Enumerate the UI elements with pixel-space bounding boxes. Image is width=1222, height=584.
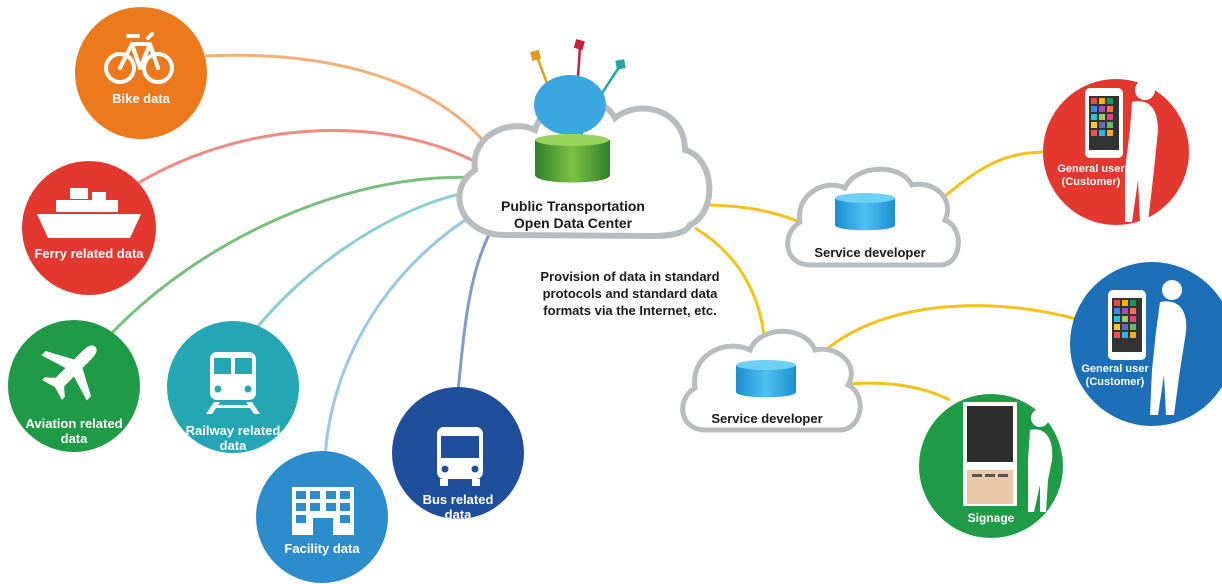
bus-label: Bus related data <box>408 492 508 522</box>
user-mid-label-line1: General user <box>1081 363 1149 375</box>
bus-label-line2: data <box>444 507 472 522</box>
feed-flag-red <box>573 39 585 51</box>
user-top-person-icon <box>1125 80 1158 222</box>
aviation-label-line2: data <box>60 431 88 446</box>
center-to-dev-top <box>699 203 801 224</box>
center-title-line1: Public Transportation <box>501 198 645 214</box>
feed-flag-teal <box>615 59 626 70</box>
bike-label: Bike data <box>112 91 170 106</box>
signage-label: Signage <box>967 511 1015 525</box>
airplane-icon <box>41 345 97 401</box>
developer-db-top <box>835 198 895 231</box>
facility-connector <box>323 203 491 461</box>
ferry-label: Ferry related data <box>34 246 144 261</box>
developer-top-label: Service developer <box>814 245 926 260</box>
railway-connector <box>253 188 486 331</box>
bike-connector <box>204 53 497 156</box>
dev-bottom-to-user-mid <box>818 304 1081 357</box>
caption-line1: Provision of data in standard <box>540 269 720 284</box>
caption-text: Provision of data in standard protocols … <box>500 268 760 319</box>
feed-flag-orange <box>530 49 542 61</box>
facility-label: Facility data <box>284 541 360 556</box>
blue-sphere <box>534 75 606 135</box>
developer-bottom-label: Service developer <box>711 411 823 426</box>
developer-db-bottom <box>736 365 796 398</box>
user-top-label-line1: General user <box>1057 163 1125 175</box>
center-title-line2: Open Data Center <box>513 215 633 231</box>
user-mid-label: General user (Customer) <box>1070 363 1160 389</box>
railway-label: Railway related data <box>173 423 293 453</box>
developer-db-top-cap <box>835 193 895 203</box>
signage-kiosk-icon <box>963 402 1017 506</box>
dev-top-to-user-top <box>933 150 1051 207</box>
bike-circle <box>75 7 207 139</box>
bus-label-line1: Bus related <box>422 492 494 507</box>
bicycle-icon <box>104 32 174 84</box>
railway-label-line1: Railway related <box>185 423 281 438</box>
user-top-label: General user (Customer) <box>1046 163 1136 189</box>
train-icon <box>206 352 260 414</box>
building-icon <box>292 487 354 535</box>
bus-icon <box>437 427 483 486</box>
aviation-label: Aviation related data <box>14 416 134 446</box>
dev-bottom-to-signage <box>839 381 951 402</box>
data-bucket-top <box>535 134 609 146</box>
aviation-label-line1: Aviation related <box>25 416 123 431</box>
caption-line3: formats via the Internet, etc. <box>543 303 717 318</box>
smartphone-mid-icon <box>1108 290 1146 360</box>
signage-person-icon <box>1028 409 1053 512</box>
railway-label-line2: data <box>219 438 247 453</box>
ferry-connector <box>134 129 491 187</box>
ship-icon <box>37 188 141 238</box>
bus-connector <box>456 214 502 393</box>
developer-db-bottom-cap <box>736 360 796 370</box>
user-mid-label-line2: (Customer) <box>1085 376 1145 388</box>
user-mid-person-icon <box>1150 280 1187 415</box>
caption-line2: protocols and standard data <box>542 286 718 301</box>
aviation-circle <box>8 320 140 452</box>
aviation-connector <box>108 175 481 337</box>
source-connectors <box>108 53 502 461</box>
data-bucket <box>535 140 610 183</box>
smartphone-icon <box>1085 88 1123 158</box>
center-title: Public Transportation Open Data Center <box>470 198 676 232</box>
user-top-label-line2: (Customer) <box>1061 176 1121 188</box>
